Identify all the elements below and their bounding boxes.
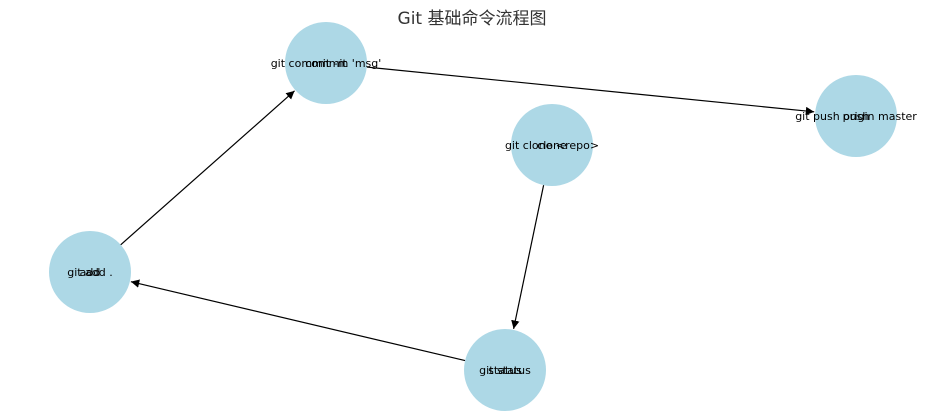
- diagram-title: Git 基础命令流程图: [398, 9, 547, 29]
- node-label-commit: git commit -m 'msg': [271, 57, 382, 70]
- node-clone[interactable]: git clone <repo>clone: [505, 104, 599, 186]
- node-circle-clone: [511, 104, 593, 186]
- edge-add-to-commit: [120, 90, 295, 246]
- node-name-push: push: [843, 110, 870, 123]
- node-label-clone: git clone <repo>: [505, 139, 599, 152]
- edge-status-to-add: [130, 279, 466, 362]
- node-label-push: git push origin master: [795, 110, 917, 123]
- node-circle-status: [464, 329, 546, 411]
- node-name-add: add: [80, 266, 101, 279]
- node-name-status: status: [488, 364, 522, 377]
- node-label-status: git status: [479, 364, 531, 377]
- edge-commit-to-push: [366, 66, 815, 116]
- node-name-clone: clone: [537, 139, 567, 152]
- node-label-add: git add .: [67, 266, 113, 279]
- node-circle-commit: [285, 22, 367, 104]
- node-circle-add: [49, 231, 131, 313]
- node-circle-push: [815, 75, 897, 157]
- edge-clone-to-status: [511, 185, 545, 330]
- node-commit[interactable]: git commit -m 'msg'commit: [271, 22, 382, 104]
- node-name-commit: commit: [305, 57, 347, 70]
- node-add[interactable]: git add .add: [49, 231, 131, 313]
- edges-layer: [120, 66, 815, 362]
